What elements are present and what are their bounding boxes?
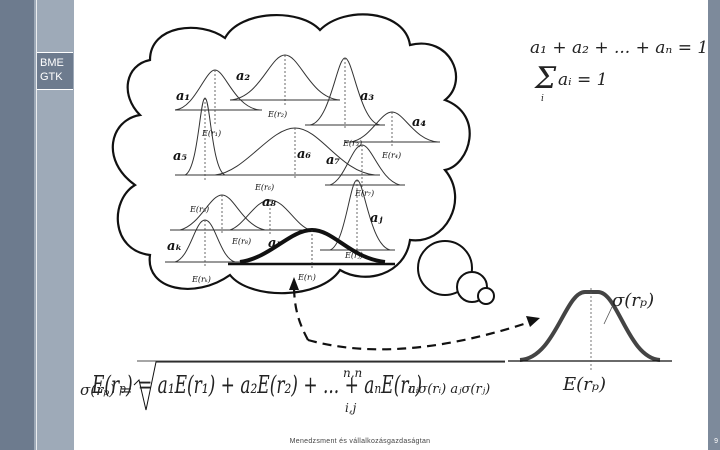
portfolio-mean-label: E(rₚ) — [562, 374, 606, 395]
label-e2: E(r₂) — [267, 110, 287, 119]
dashed-arrow-right — [308, 322, 530, 349]
slide-number: 9 — [714, 438, 718, 445]
sum-top-index: n,n — [343, 366, 362, 380]
expected-return-formula: E(rₚ) = a₁E(r₁) + a₂E(r₂) + ... + aₙE(rₙ… — [91, 371, 422, 399]
sigma-symbol: Σ — [534, 61, 557, 96]
label-ej: E(rⱼ) — [344, 251, 363, 260]
label-ak: aₖ — [167, 239, 182, 254]
label-ek: E(rₖ) — [191, 275, 211, 284]
sum-bottom-index: i,j — [345, 401, 357, 415]
thought-bubble-small — [478, 288, 494, 304]
label-e8: E(r₈) — [231, 237, 251, 246]
label-e3: E(r₃) — [342, 139, 362, 148]
label-aj: aⱼ — [370, 211, 383, 226]
label-a1: a₁ — [176, 89, 190, 104]
constraint-sum: a₁ + a₂ + ... + aₙ = 1 — [530, 38, 708, 58]
slide-footer: Menedzsment és vállalkozásgazdaságtan — [0, 438, 720, 445]
label-a5: a₅ — [173, 149, 187, 164]
label-e6: E(r₆) — [254, 183, 274, 192]
label-e4: E(r₄) — [381, 151, 401, 160]
label-a4: a₄ — [412, 115, 426, 130]
arrow-head-right — [526, 316, 540, 327]
label-a8: a₈ — [262, 195, 276, 210]
label-a2: a₂ — [236, 69, 250, 84]
portfolio-sigma-label: σ(rₚ) — [612, 290, 654, 311]
std-dev-body: aᵢσ(rᵢ) aⱼσ(rⱼ) — [408, 382, 490, 397]
sigma-index: i — [541, 94, 544, 104]
label-a7: a₇ — [326, 153, 340, 168]
label-al: aₗ — [268, 236, 280, 251]
label-e1: E(r₁) — [201, 129, 221, 138]
label-e7: E(r₇) — [354, 189, 374, 198]
label-a3: a₃ — [360, 89, 374, 104]
label-e5: E(r₅) — [189, 205, 209, 214]
constraint-sigma: aᵢ = 1 — [558, 70, 607, 90]
sigma-pointer — [604, 307, 612, 324]
label-a6: a₆ — [297, 147, 311, 162]
label-el: E(rₗ) — [297, 273, 316, 282]
